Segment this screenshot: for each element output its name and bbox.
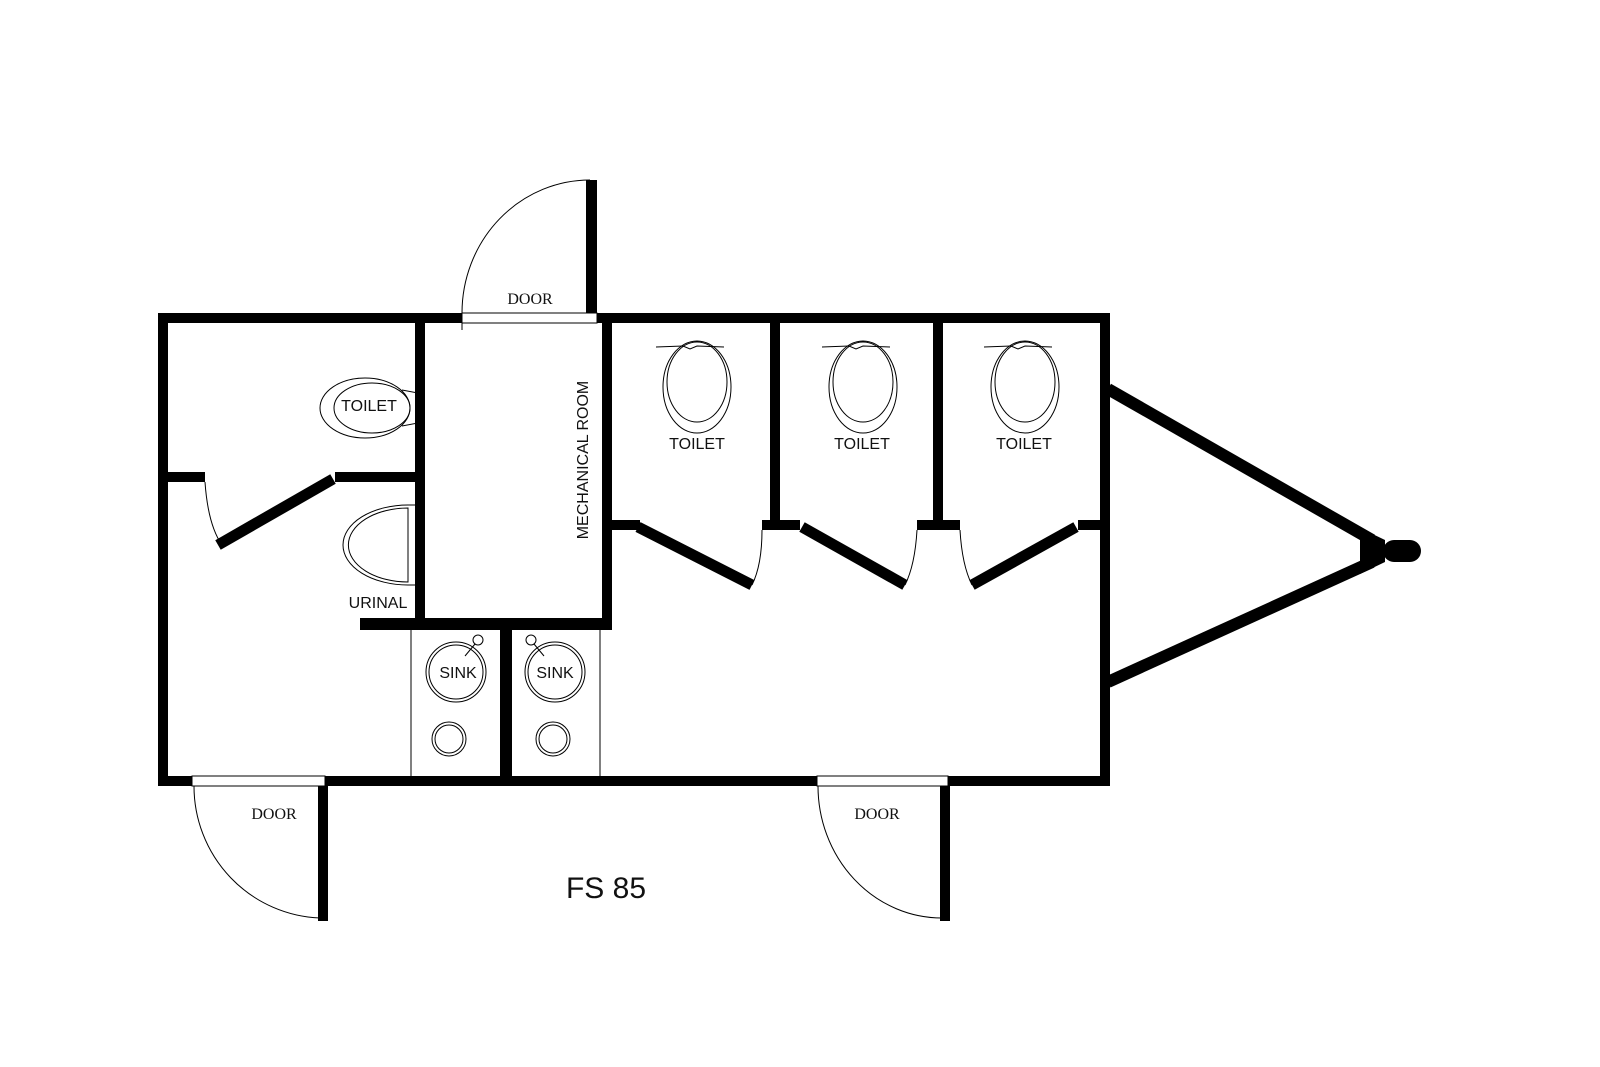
trailer-hitch — [1105, 383, 1421, 688]
toilet-label: TOILET — [996, 436, 1052, 453]
stall-door-leaf[interactable] — [799, 522, 908, 590]
toilet-icon — [655, 340, 732, 434]
sink-area: SINK SINK — [410, 630, 601, 776]
bottom-left-door[interactable]: DOOR — [191, 775, 328, 921]
mechanical-room: MECHANICAL ROOM — [360, 323, 612, 630]
sink-icon — [524, 634, 586, 757]
door-label: DOOR — [854, 806, 900, 823]
toilet-icon — [983, 340, 1060, 434]
plan-title: FS 85 — [566, 872, 646, 905]
door-leaf[interactable] — [215, 474, 336, 550]
sink-icon — [425, 634, 487, 757]
toilet-label: TOILET — [669, 436, 725, 453]
toilet-label: TOILET — [834, 436, 890, 453]
sink-label: SINK — [536, 665, 574, 682]
door-label: DOOR — [251, 806, 297, 823]
urinal-label: URINAL — [349, 595, 408, 612]
left-restroom: TOILET URINAL — [168, 323, 425, 620]
urinal-icon — [342, 504, 419, 586]
sink-label: SINK — [439, 665, 477, 682]
top-door[interactable]: DOOR — [461, 179, 598, 330]
mechanical-room-label: MECHANICAL ROOM — [575, 381, 592, 540]
stall-door-leaf[interactable] — [969, 522, 1079, 590]
bottom-right-door[interactable]: DOOR — [816, 775, 950, 921]
toilet-label: TOILET — [341, 398, 397, 415]
toilet-icon — [821, 340, 898, 434]
door-label: DOOR — [507, 291, 553, 308]
outer-walls — [158, 313, 1110, 786]
stall-door-leaf[interactable] — [635, 522, 755, 590]
toilet-stalls: TOILET TOILET TOILET — [612, 323, 1100, 590]
toilet-icon — [319, 377, 419, 439]
